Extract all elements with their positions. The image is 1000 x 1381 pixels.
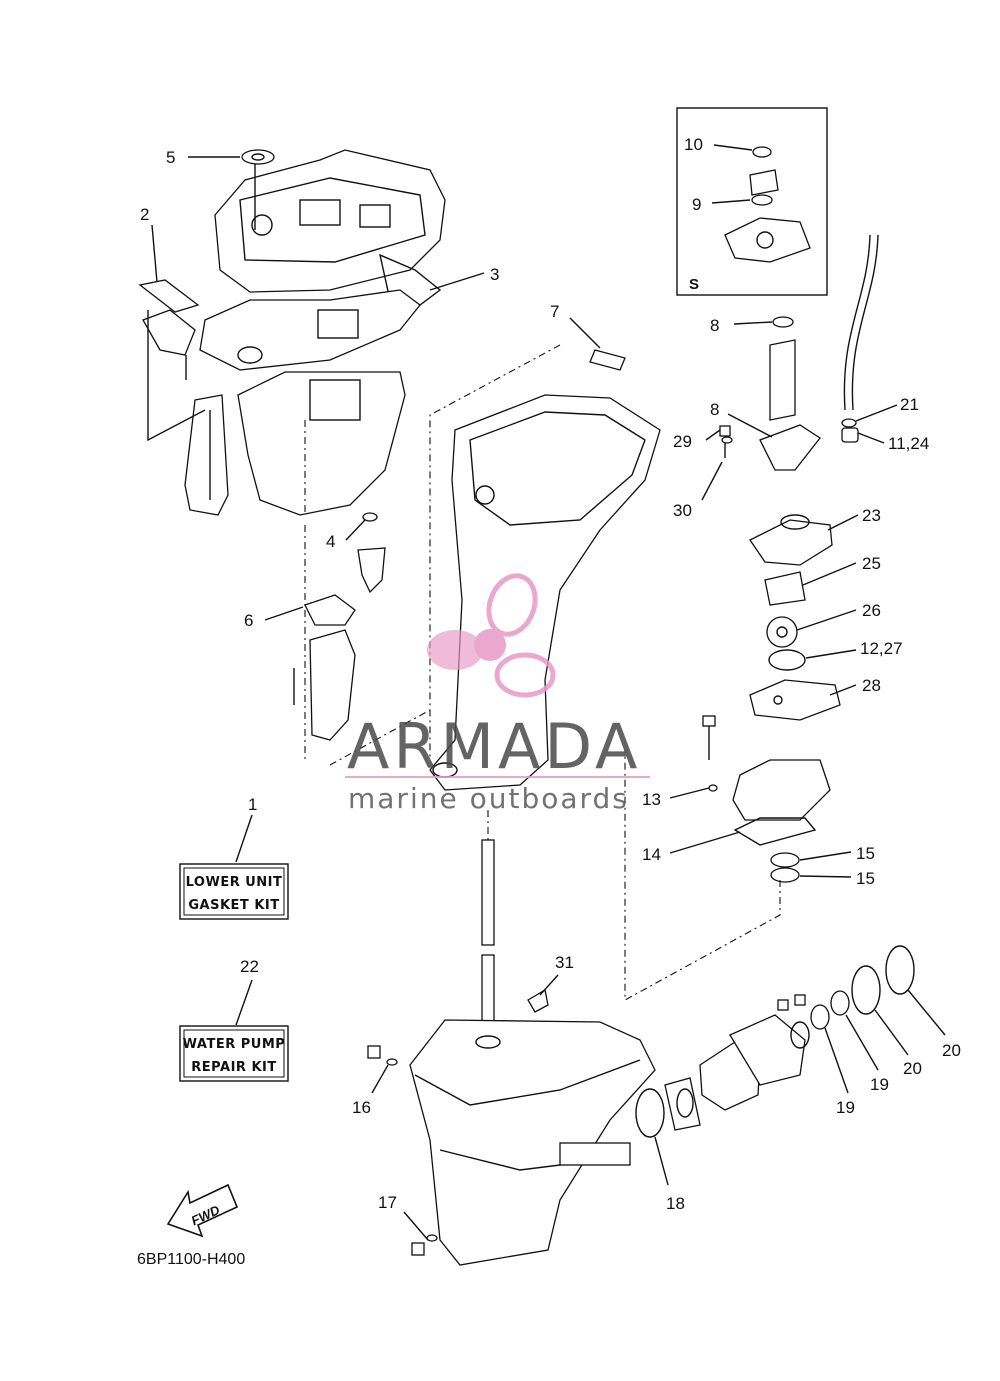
kit-22-number: 22 [240,957,259,976]
callout-19-lower: 19 [836,1098,855,1117]
water-pump-assembly [624,107,879,1001]
drive-shaft-housing [329,344,661,791]
callout-31: 31 [555,953,574,972]
kit-box-gasket: 1 LOWER UNIT GASKET KIT [179,795,289,920]
fwd-arrow-icon: FWD [166,1183,239,1238]
callout-13: 13 [642,790,661,809]
callout-15-lower: 15 [856,869,875,888]
callout-18: 18 [666,1194,685,1213]
callout-20-lower: 20 [903,1059,922,1078]
callout-5: 5 [166,148,175,167]
callout-3: 3 [490,265,499,284]
callout-15-upper: 15 [856,844,875,863]
kit-22-line2: REPAIR KIT [191,1060,276,1075]
callout-4: 4 [326,532,335,551]
callout-labels: 5 2 3 7 10 9 8 8 21 11,24 29 30 23 25 26… [140,135,961,1213]
kit-1-line1: LOWER UNIT [186,875,283,890]
callout-29: 29 [673,432,692,451]
callout-30: 30 [673,501,692,520]
callout-17: 17 [378,1193,397,1212]
callout-8-lower: 8 [710,400,719,419]
callout-23: 23 [862,506,881,525]
callout-11-24: 11,24 [888,434,929,453]
callout-14: 14 [642,845,661,864]
callout-25: 25 [862,554,881,573]
brand-tagline: marine outboards [348,782,629,815]
inset-label: S [689,276,699,293]
callout-2: 2 [140,205,149,224]
callout-21: 21 [900,395,919,414]
callout-7: 7 [550,302,559,321]
callout-20-upper: 20 [942,1041,961,1060]
callout-28: 28 [862,676,881,695]
kit-1-line2: GASKET KIT [188,898,279,913]
upper-casing-assembly [138,149,446,760]
kit-box-water-pump: 22 WATER PUMP REPAIR KIT [179,957,289,1082]
kit-1-number: 1 [248,795,257,814]
callout-19-upper: 19 [870,1075,889,1094]
kit-22-line1: WATER PUMP [183,1037,286,1052]
callout-12-27: 12,27 [860,639,903,658]
brand-name: ARMADA [347,710,641,783]
part-code: 6BP1100-H400 [137,1251,245,1268]
lower-casing-assembly [367,810,915,1266]
propeller-logo-icon [427,573,556,698]
callout-8-upper: 8 [710,316,719,335]
callout-26: 26 [862,601,881,620]
callout-6: 6 [244,611,253,630]
callout-16: 16 [352,1098,371,1117]
callout-10: 10 [684,135,703,154]
brand-watermark: ARMADA marine outboards [345,573,650,815]
callout-9: 9 [692,195,701,214]
leader-lines [151,144,946,1241]
